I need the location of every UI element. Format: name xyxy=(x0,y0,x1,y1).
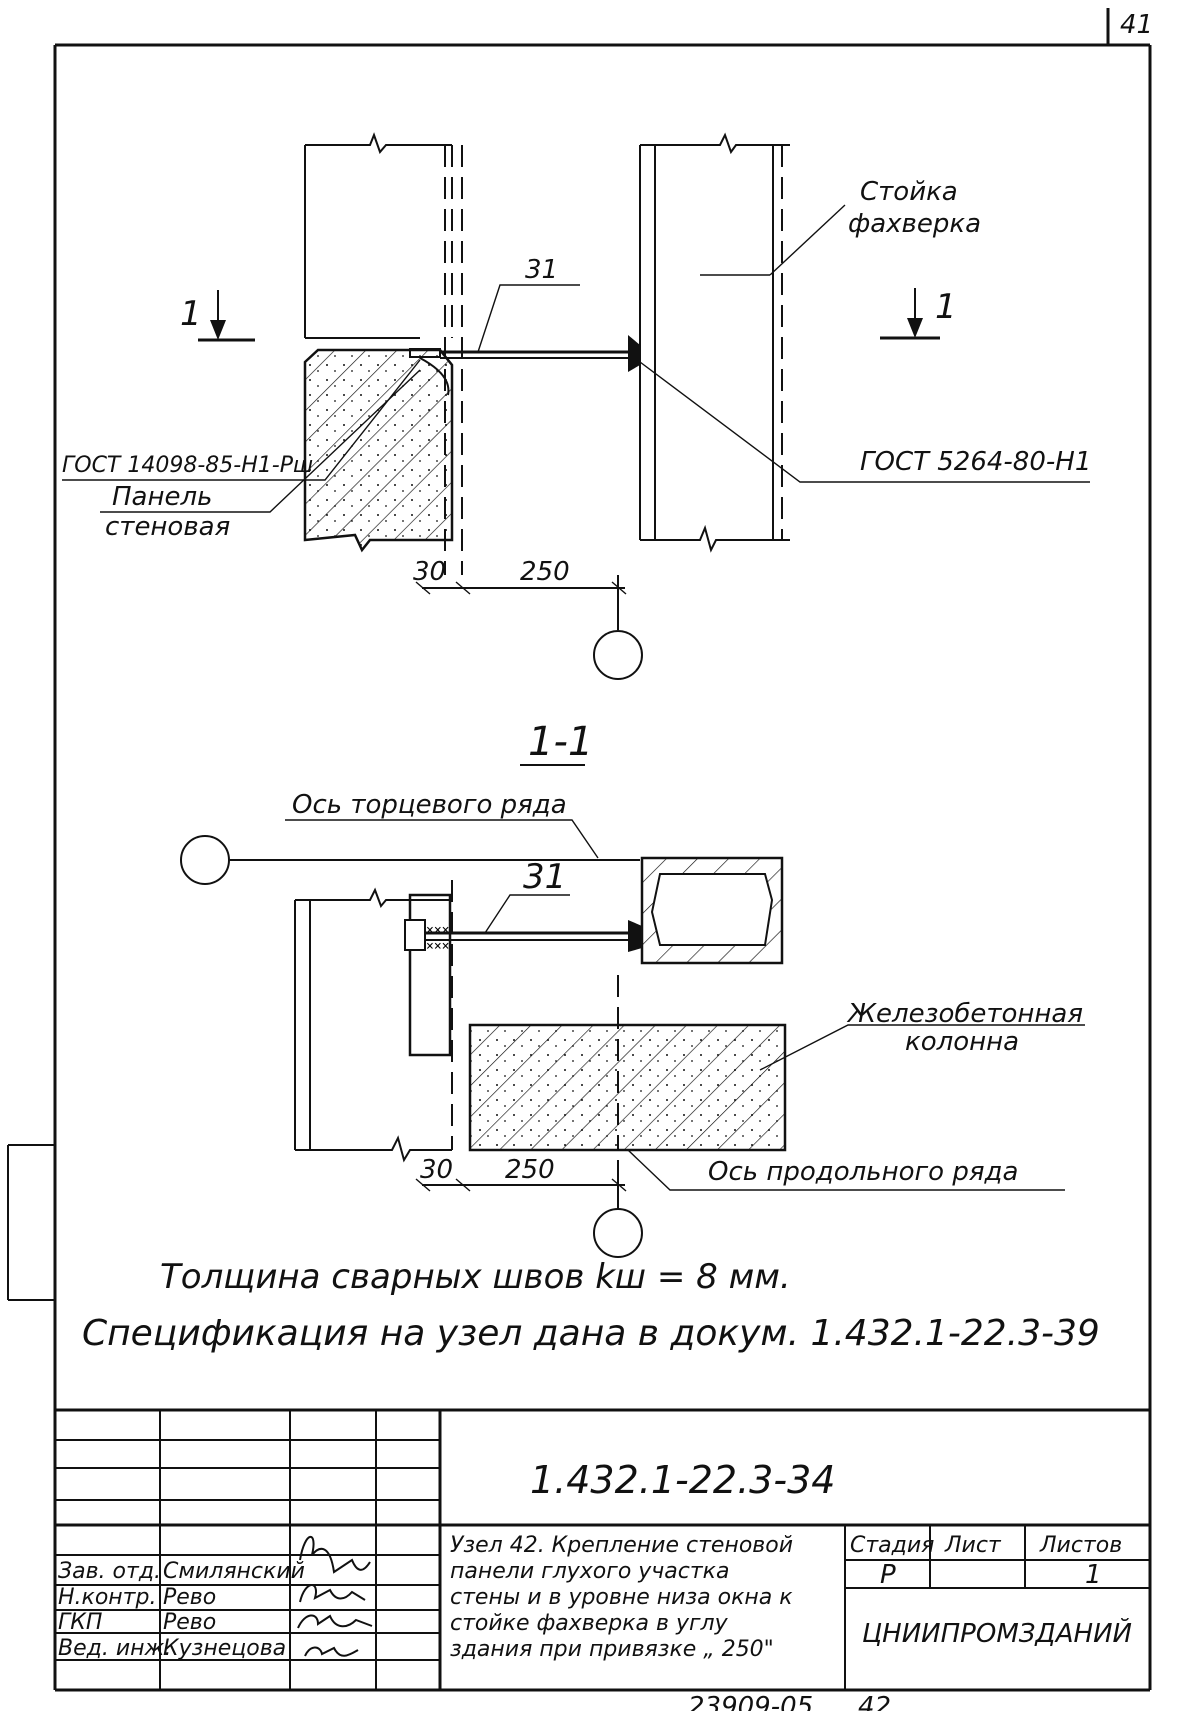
sheet-header: Лист xyxy=(944,1533,1002,1558)
axis-bubble-end-row xyxy=(180,835,230,885)
axis-bubble-plan xyxy=(593,630,643,680)
sheet-frame xyxy=(7,8,1152,1690)
note-weld-thickness: Толщина сварных швов kш = 8 мм. xyxy=(160,1257,791,1297)
signer-name-2: Рево xyxy=(163,1585,216,1610)
plan-view: 31 1 1 Стойка фахверка ГОСТ 5264-80-Н1 Г… xyxy=(62,132,1091,680)
note-specification: Спецификация на узел дана в докум. 1.432… xyxy=(82,1313,1100,1354)
section-dim-250: 250 xyxy=(505,1155,555,1185)
signer-name-4: Кузнецова xyxy=(163,1636,286,1661)
section-title: 1-1 xyxy=(528,719,593,765)
signer-role-1: Зав. отд. xyxy=(58,1559,161,1584)
signature-3 xyxy=(297,1614,373,1629)
gost-right: ГОСТ 5264-80-Н1 xyxy=(860,447,1091,477)
sheets-value: 1 xyxy=(1085,1560,1102,1590)
signer-name-1: Смилянский xyxy=(163,1559,305,1584)
sheet-number: 41 xyxy=(1120,10,1153,40)
axis-long-row-label: Ось продольного ряда xyxy=(708,1157,1018,1187)
signer-role-2: Н.контр. xyxy=(58,1585,156,1610)
signer-name-3: Рево xyxy=(163,1610,216,1635)
sheets-header: Листов xyxy=(1039,1533,1122,1558)
column-label-line1: Железобетонная xyxy=(846,999,1083,1029)
signers-table: Зав. отд. Смилянский Н.контр. Рево ГКП Р… xyxy=(58,1535,373,1661)
stage-header: Стадия xyxy=(850,1533,934,1558)
panel-label-line2: стеновая xyxy=(105,512,230,542)
organization: ЦНИИПРОМЗДАНИЙ xyxy=(862,1617,1132,1649)
description-line-3: стены и в уровне низа окна к xyxy=(450,1585,793,1610)
post-label-line1: Стойка xyxy=(860,177,958,207)
section-dim-30: 30 xyxy=(420,1155,453,1185)
stage-value: Р xyxy=(880,1560,896,1590)
signature-4 xyxy=(304,1646,359,1657)
section-mark-right: 1 xyxy=(935,287,957,327)
title-block xyxy=(55,1408,1150,1692)
archive-number: 23909-05 xyxy=(688,1692,813,1711)
column-label-line2: колонна xyxy=(905,1027,1019,1057)
svg-text:×××: ××× xyxy=(426,923,449,938)
axis-end-row-label: Ось торцевого ряда xyxy=(292,790,567,820)
signer-role-3: ГКП xyxy=(58,1610,102,1635)
description-line-1: Узел 42. Крепление стеновой xyxy=(450,1533,793,1558)
doc-code: 1.432.1-22.3-34 xyxy=(530,1458,835,1502)
post-label-line2: фахверка xyxy=(848,209,981,239)
plan-dim-30: 30 xyxy=(413,557,446,587)
section-mark-left: 1 xyxy=(180,294,202,334)
title-description: Узел 42. Крепление стеновой панели глухо… xyxy=(450,1533,793,1662)
description-line-2: панели глухого участка xyxy=(450,1559,729,1584)
footer-page: 42 xyxy=(858,1692,891,1711)
signature-1 xyxy=(299,1535,371,1574)
signer-role-4: Вед. инж. xyxy=(58,1636,171,1661)
description-line-5: здания при привязке „ 250" xyxy=(450,1637,774,1662)
plan-label-31: 31 xyxy=(525,255,558,285)
panel-label-line1: Панель xyxy=(112,482,212,512)
signature-2 xyxy=(299,1584,366,1603)
axis-bubble-section xyxy=(593,1208,643,1258)
gost-left: ГОСТ 14098-85-Н1-Рш xyxy=(62,453,313,478)
section-label-31: 31 xyxy=(523,857,566,897)
svg-text:×××: ××× xyxy=(426,939,449,954)
section-view: 1-1 Ось торцевого ряда ××× ××× 31 Желе xyxy=(180,719,1085,1258)
plan-dim-250: 250 xyxy=(520,557,570,587)
description-line-4: стойке фахверка в углу xyxy=(450,1611,729,1636)
